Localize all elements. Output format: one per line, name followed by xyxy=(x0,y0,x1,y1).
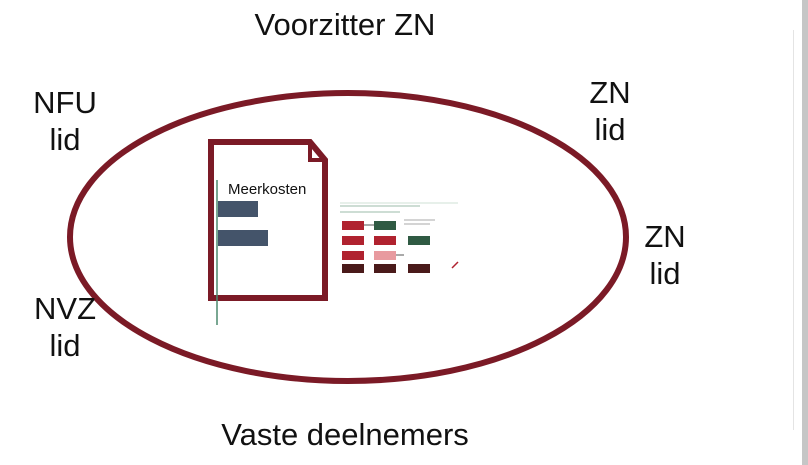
zn-top-line-1: ZN xyxy=(589,75,631,110)
right-rule xyxy=(793,30,794,430)
zn-right-line-2: lid xyxy=(649,256,681,291)
thumb-box-green-1 xyxy=(374,221,396,230)
nvz-label-line-2: lid xyxy=(49,328,81,363)
zn-member-label-top: ZN lid xyxy=(555,74,665,148)
zn-member-label-right: ZN lid xyxy=(610,218,720,292)
nfu-label-line-2: lid xyxy=(49,122,81,157)
scrollbar[interactable] xyxy=(802,0,808,465)
thumb-box-red-4 xyxy=(342,251,364,260)
zn-right-line-1: ZN xyxy=(644,219,686,254)
thumb-box-dark-3 xyxy=(408,264,430,273)
thumb-box-green-2 xyxy=(408,236,430,245)
bottom-label: Vaste deelnemers xyxy=(221,417,469,452)
top-label: Voorzitter ZN xyxy=(254,7,436,42)
thumb-box-red-1 xyxy=(342,221,364,230)
nfu-label-line-1: NFU xyxy=(33,85,97,120)
chart-bar-2 xyxy=(218,230,268,246)
thumb-box-dark-1 xyxy=(342,264,364,273)
flowchart-thumbnail xyxy=(340,202,459,273)
thumb-box-dark-2 xyxy=(374,264,396,273)
participants-ellipse xyxy=(67,90,629,384)
chart-label: Meerkosten xyxy=(228,181,306,198)
chart-bar-1 xyxy=(218,201,258,217)
document-icon: Meerkosten xyxy=(208,139,328,325)
thumb-box-pink-1 xyxy=(374,251,396,260)
thumb-box-red-3 xyxy=(374,236,396,245)
thumb-box-red-2 xyxy=(342,236,364,245)
nvz-label-line-1: NVZ xyxy=(34,291,96,326)
zn-top-line-2: lid xyxy=(594,112,626,147)
nvz-member-label: NVZ lid xyxy=(10,290,120,364)
nfu-member-label: NFU lid xyxy=(10,84,120,158)
scrollbar-thumb[interactable] xyxy=(802,0,808,465)
